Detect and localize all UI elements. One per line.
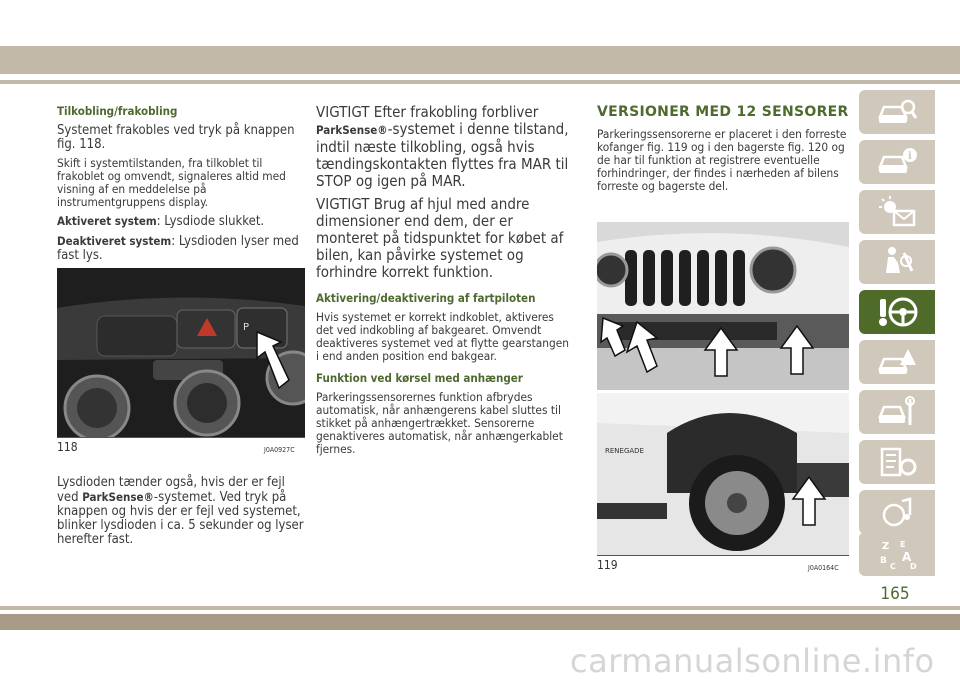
figure-118-image: P [57, 268, 305, 437]
paragraph: VIGTIGT Efter frakobling forbliver ParkS… [316, 103, 569, 190]
svg-text:B: B [880, 556, 887, 566]
tab-starting-driving[interactable] [859, 290, 935, 334]
svg-text:C: C [890, 562, 896, 571]
figure-119-rear-image: RENEGADE [597, 393, 849, 555]
svg-text:Z: Z [882, 541, 889, 552]
paragraph: Aktiveret system: Lysdiode slukket. [57, 214, 265, 229]
section-heading: Tilkobling/frakobling [57, 104, 178, 118]
steering-wheel-key-icon [879, 297, 918, 327]
tab-car-search[interactable] [859, 90, 935, 134]
section-heading: Funktion ved kørsel med anhænger [316, 371, 523, 385]
column-2: VIGTIGT Efter frakobling forbliver ParkS… [316, 104, 574, 461]
column-1: Tilkobling/frakobling Systemet frakobles… [57, 104, 305, 268]
specs-gear-icon [880, 447, 917, 477]
figure-code: J0A0164C [808, 564, 839, 572]
page-number: 165 [880, 584, 910, 604]
svg-text:i: i [908, 151, 912, 162]
paragraph: Skift i systemtilstanden, fra tilkoblet … [57, 156, 286, 209]
figure-number: 119 [597, 558, 618, 572]
emergency-icon [878, 349, 916, 374]
svg-text:A: A [902, 550, 912, 564]
svg-text:RENEGADE: RENEGADE [605, 447, 644, 455]
section-heading: Aktivering/deaktivering af fartpiloten [316, 291, 536, 305]
car-info-icon: i [878, 148, 917, 173]
tab-specs[interactable] [859, 440, 935, 484]
airbag-seat-icon [886, 247, 914, 273]
paragraph: VIGTIGT Brug af hjul med andre dimension… [316, 195, 564, 281]
tab-media[interactable] [859, 490, 935, 534]
paragraph: Lysdioden tænder også, hvis der er fejl … [57, 475, 304, 547]
warning-lights-icon [879, 196, 916, 227]
top-band [0, 46, 960, 74]
column-1-lower: Lysdioden tænder også, hvis der er fejl … [57, 476, 305, 552]
figure-119-front-image [597, 222, 849, 390]
tab-car-info[interactable]: i [859, 140, 935, 184]
paragraph: Parkeringssensorernes funktion afbrydes … [316, 390, 563, 456]
watermark: carmanualsonline.info [570, 642, 935, 680]
media-icon [882, 497, 912, 527]
column-3: VERSIONER MED 12 SENSORER Parkeringssens… [597, 104, 849, 198]
figure-code: J0A0927C [264, 446, 295, 454]
paragraph: Hvis systemet er korrekt indkoblet, akti… [316, 310, 569, 363]
car-search-icon [878, 99, 918, 123]
caption-rule [597, 555, 849, 556]
paragraph: Deaktiveret system: Lysdioden lyser med … [57, 234, 299, 263]
car-service-icon [878, 396, 915, 425]
paragraph: Systemet frakobles ved tryk på knappen f… [57, 123, 295, 152]
tab-warning-lights[interactable] [859, 190, 935, 234]
caption-rule [57, 437, 305, 438]
paragraph: Parkeringssensorerne er placeret i den f… [597, 127, 847, 193]
bottom-band-line [0, 606, 960, 610]
svg-text:P: P [243, 322, 249, 333]
figure-number: 118 [57, 440, 78, 454]
svg-text:D: D [910, 562, 917, 571]
bottom-band [0, 614, 960, 630]
tab-airbag-seat[interactable] [859, 240, 935, 284]
chapter-heading: VERSIONER MED 12 SENSORER [597, 104, 849, 120]
index-letters-icon: Z EA BC D [880, 540, 917, 571]
tab-car-service[interactable] [859, 390, 935, 434]
svg-text:E: E [900, 540, 905, 549]
tab-emergency[interactable] [859, 340, 935, 384]
top-band-line [0, 80, 960, 84]
